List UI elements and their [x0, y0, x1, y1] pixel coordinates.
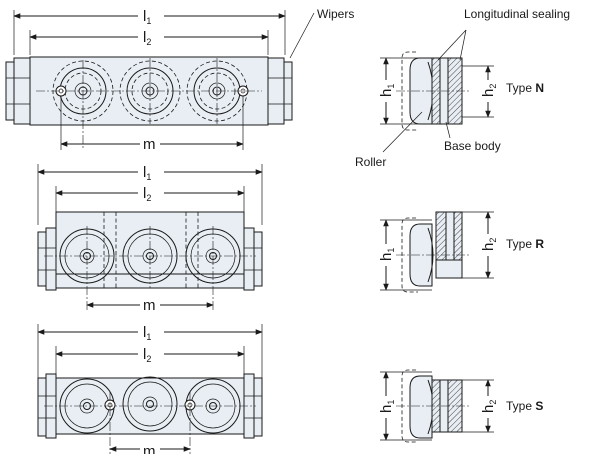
- sealing-leader-1: [437, 29, 467, 61]
- r-h1-label: h1: [378, 248, 396, 261]
- type-s-front-view: [37, 320, 263, 454]
- type-s-label: Type S: [506, 399, 543, 413]
- longitudinal-sealing-label: Longitudinal sealing: [464, 7, 570, 21]
- type-r-side-view: [378, 211, 496, 293]
- type-s-side-view: [378, 369, 496, 443]
- r-h2-label: h2: [480, 238, 498, 251]
- right-wiper: [283, 61, 293, 121]
- r-l2-label: l2: [143, 185, 151, 203]
- n-h2-label: h2: [480, 84, 498, 97]
- roller-label: Roller: [355, 155, 386, 169]
- r-m-label: m: [143, 297, 156, 314]
- roller-leader: [382, 111, 423, 153]
- s-h1-label: h1: [378, 400, 396, 413]
- l1-label: l1: [143, 8, 151, 26]
- l2-label: l2: [143, 29, 151, 47]
- wipers-label: Wipers: [317, 7, 354, 21]
- s-h2-label: h2: [480, 400, 498, 413]
- m-label: m: [143, 136, 156, 153]
- s-l2-label: l2: [143, 346, 151, 364]
- n-h1-label: h1: [378, 84, 396, 97]
- type-n-side-view: [378, 51, 496, 131]
- s-m-label: m: [143, 443, 156, 454]
- base-body-leader: [445, 121, 451, 139]
- wipers-leader: [289, 12, 315, 59]
- left-wiper: [5, 61, 15, 121]
- type-r-label: Type R: [506, 237, 544, 251]
- type-n-label: Type N: [506, 81, 544, 95]
- r-l1-label: l1: [143, 164, 151, 182]
- type-n-front-view: [5, 4, 293, 152]
- base-body-label: Base body: [444, 139, 501, 153]
- s-l1-label: l1: [143, 324, 151, 342]
- sealing-leader-2: [459, 29, 467, 61]
- type-r-front-view: [37, 160, 263, 312]
